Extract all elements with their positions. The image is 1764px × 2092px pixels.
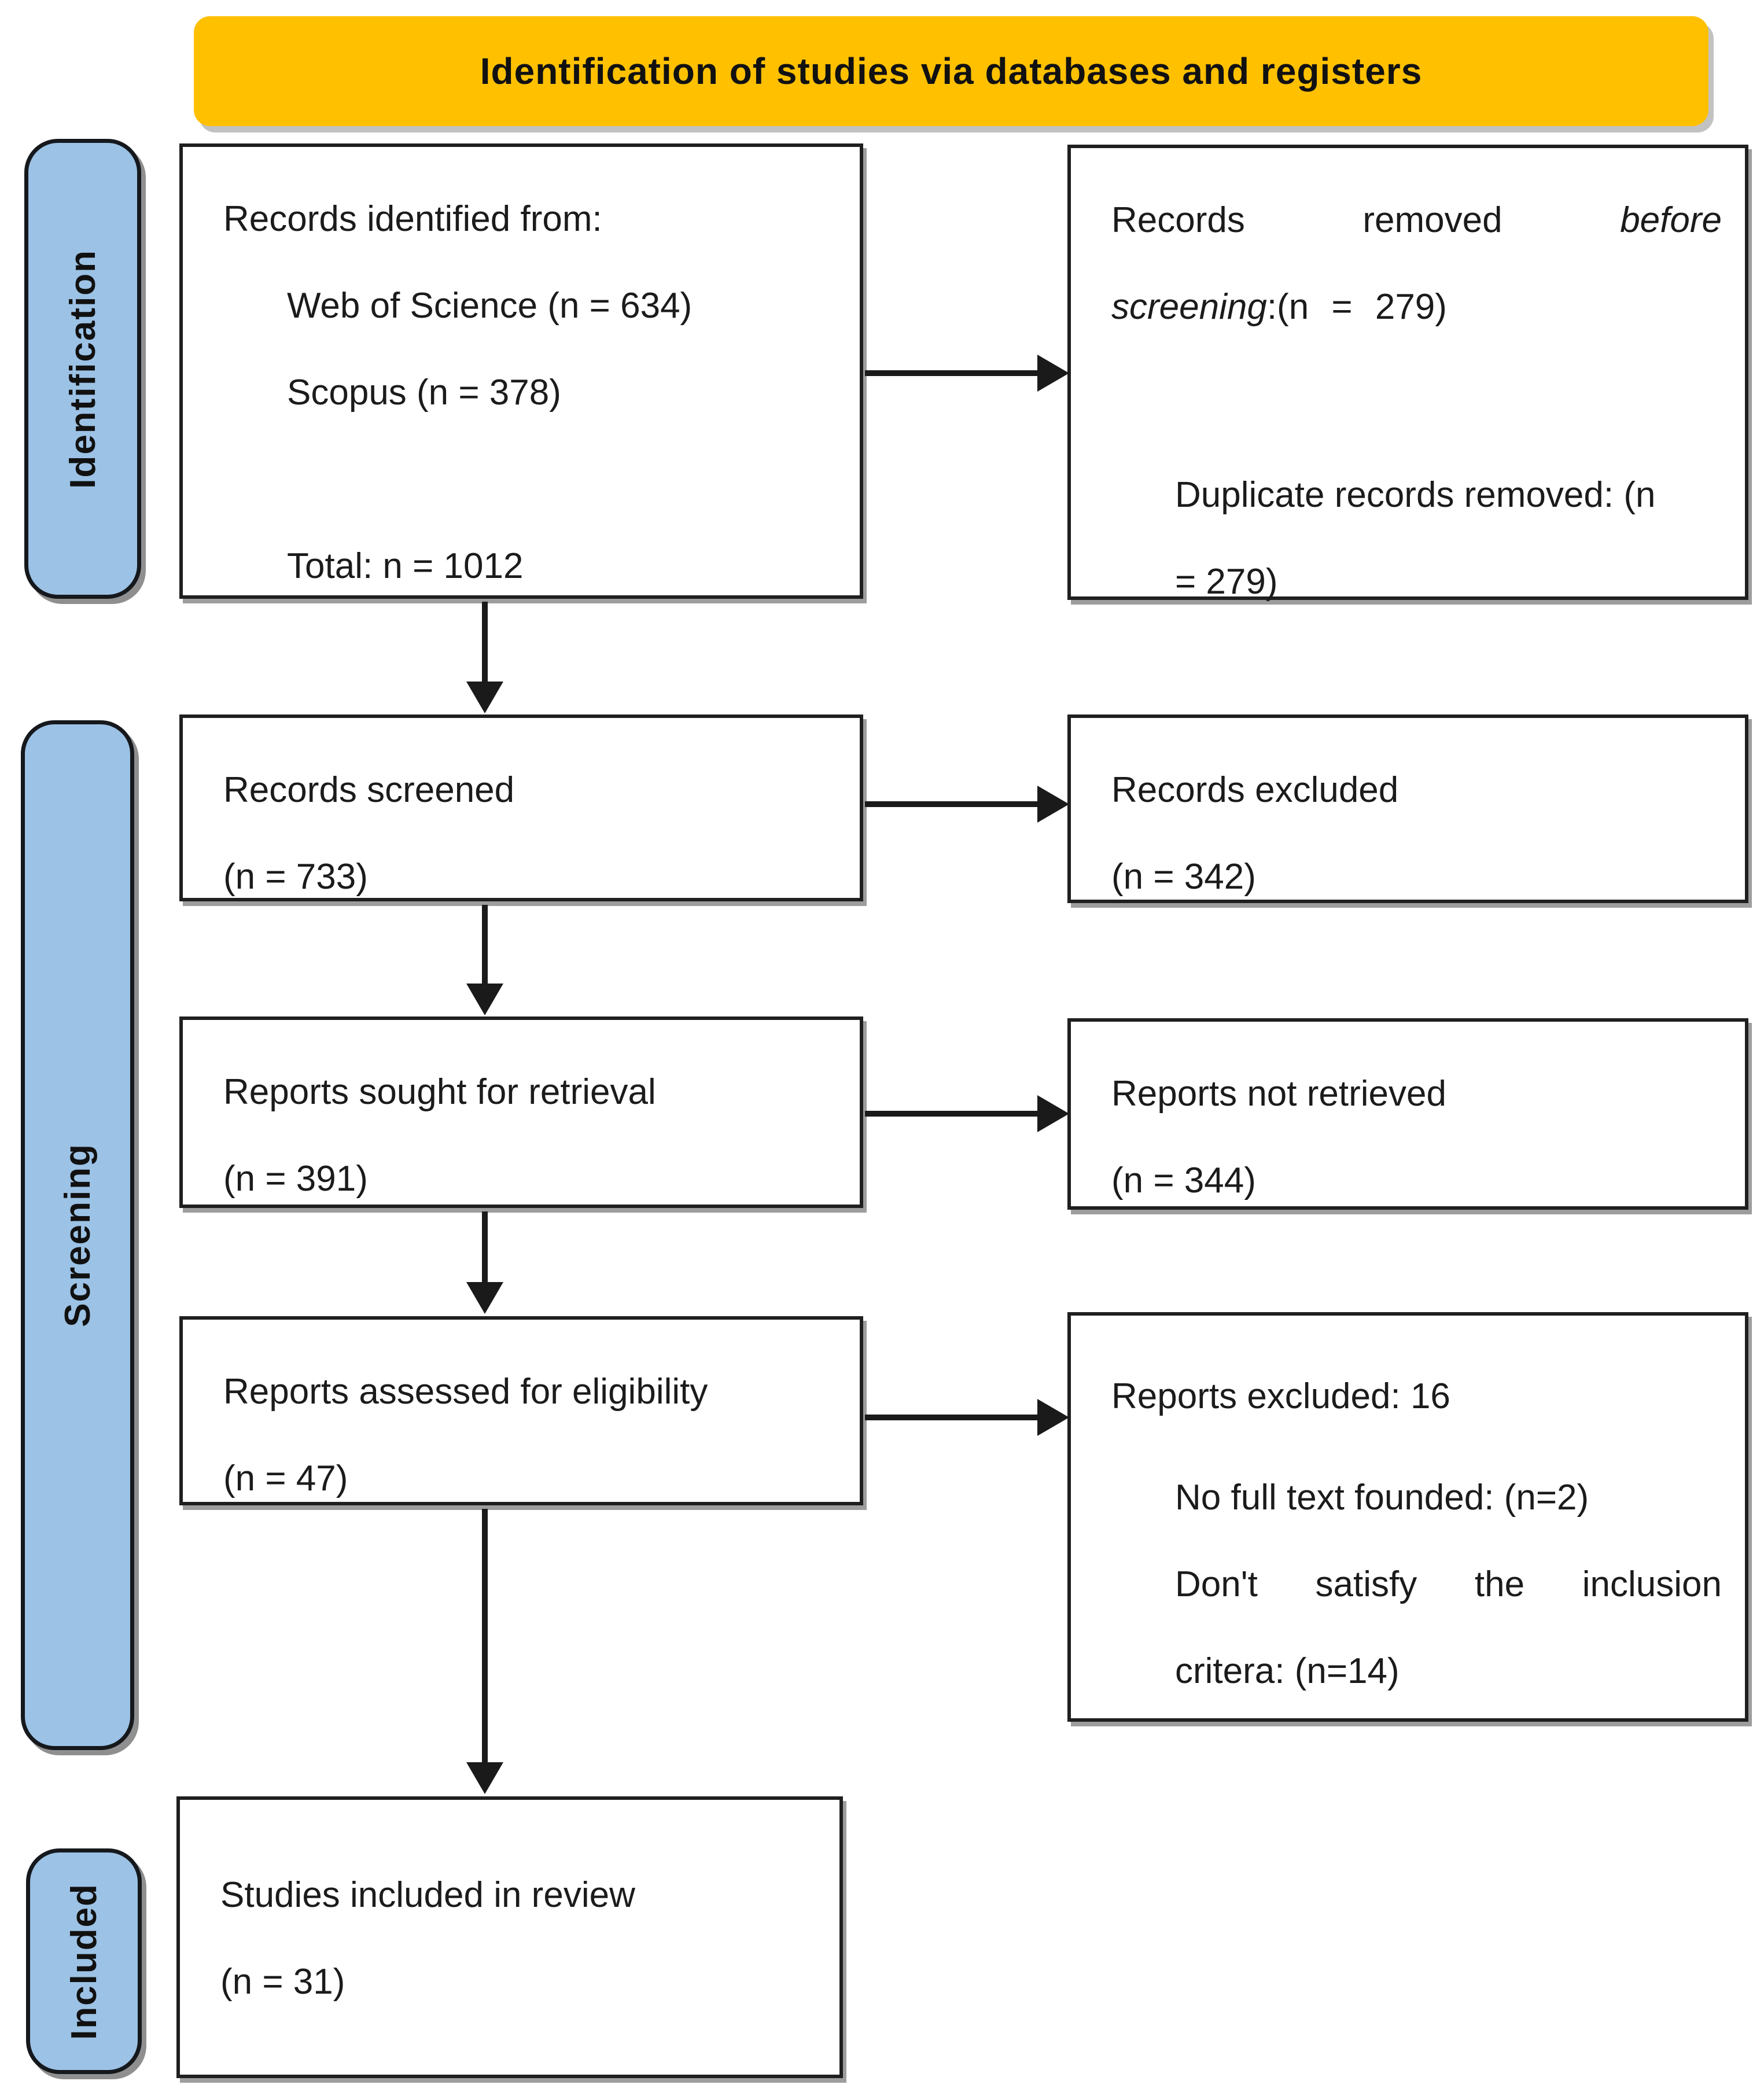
studies-included-count: (n = 31): [220, 1962, 345, 2002]
phase-label-identification: Identification: [62, 249, 103, 489]
records-screened-count: (n = 733): [223, 857, 368, 897]
box-reports-sought: Reports sought for retrieval (n = 391): [179, 1016, 863, 1208]
phase-sidebar-screening: Screening: [21, 720, 134, 1750]
records-identified-total: Total: n = 1012: [287, 546, 524, 586]
arrow-screened-to-excluded: [865, 786, 1069, 823]
studies-included-title: Studies included in review: [220, 1875, 635, 1915]
phase-label-screening: Screening: [57, 1143, 98, 1327]
reports-excluded-reason-2: Don't satisfy the inclusion critera: (n=…: [1175, 1564, 1722, 1691]
box-studies-included: Studies included in review (n = 31): [176, 1796, 843, 2078]
reports-not-retrieved-count: (n = 344): [1111, 1161, 1256, 1200]
arrow-sought-to-not-retrieved: [865, 1095, 1069, 1132]
arrow-sought-to-assessed: [466, 1211, 503, 1314]
arrow-identified-to-screened: [466, 602, 503, 713]
box-reports-excluded: Reports excluded: 16 No full text founde…: [1067, 1312, 1748, 1722]
box-records-identified: Records identified from: Web of Science …: [179, 143, 863, 599]
reports-assessed-title: Reports assessed for eligibility: [223, 1372, 708, 1412]
box-records-excluded: Records excluded (n = 342): [1067, 714, 1748, 903]
arrow-assessed-to-reports-excluded: [865, 1399, 1069, 1436]
phase-banner: Identification of studies via databases …: [194, 16, 1708, 126]
box-records-removed: Records removed before screening:(n = 27…: [1067, 145, 1748, 602]
records-screened-title: Records screened: [223, 770, 515, 810]
phase-label-included: Included: [64, 1883, 104, 2040]
box-reports-assessed: Reports assessed for eligibility (n = 47…: [179, 1316, 863, 1505]
records-removed-duplicates: Duplicate records removed: (n = 279): [1175, 475, 1656, 602]
records-removed-line1: Records removed before: [1111, 200, 1722, 240]
phase-sidebar-included: Included: [26, 1848, 142, 2074]
reports-sought-title: Reports sought for retrieval: [223, 1072, 656, 1112]
banner-title: Identification of studies via databases …: [480, 50, 1423, 92]
phase-sidebar-identification: Identification: [24, 139, 141, 599]
records-excluded-count: (n = 342): [1111, 857, 1256, 897]
arrow-assessed-to-included: [466, 1509, 503, 1794]
records-identified-intro: Records identified from:: [223, 199, 602, 239]
records-excluded-title: Records excluded: [1111, 770, 1399, 810]
records-identified-item-scopus: Scopus (n = 378): [287, 373, 561, 412]
box-reports-not-retrieved: Reports not retrieved (n = 344): [1067, 1018, 1748, 1210]
reports-excluded-reason-1: No full text founded: (n=2): [1175, 1478, 1589, 1518]
records-removed-line2: screening:(n = 279): [1111, 287, 1447, 327]
reports-not-retrieved-title: Reports not retrieved: [1111, 1074, 1446, 1114]
arrow-screened-to-sought: [466, 905, 503, 1015]
records-identified-item-wos: Web of Science (n = 634): [287, 286, 693, 326]
arrow-identified-to-removed: [865, 355, 1069, 392]
box-records-screened: Records screened (n = 733): [179, 714, 863, 901]
reports-sought-count: (n = 391): [223, 1159, 368, 1199]
reports-assessed-count: (n = 47): [223, 1458, 348, 1498]
reports-excluded-title: Reports excluded: 16: [1111, 1376, 1450, 1416]
